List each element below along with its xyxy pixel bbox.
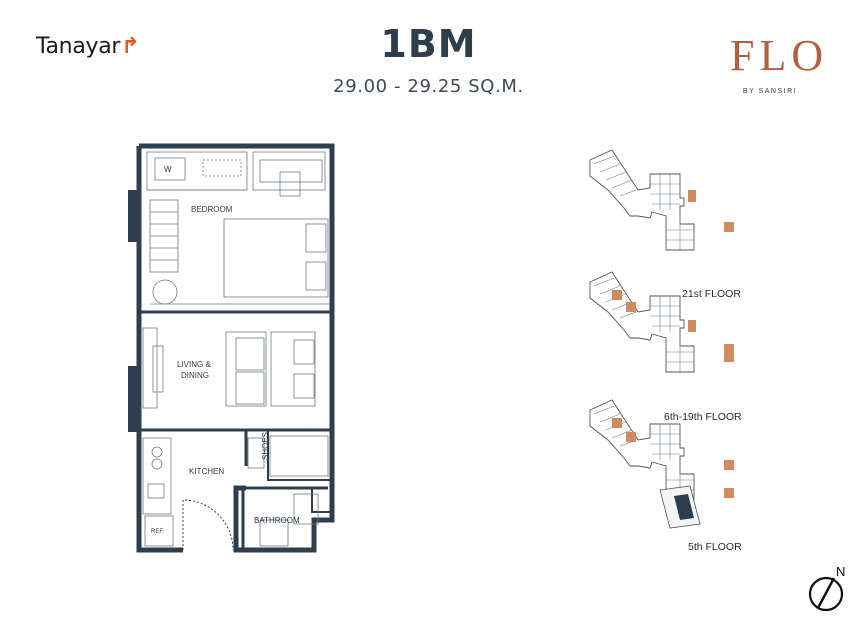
key-plan-6-19: [589, 271, 734, 373]
flo-logo: FLO: [730, 31, 829, 80]
tanayar-logo-text: Tanayar: [36, 34, 121, 59]
tanayar-logo: Tanayar↱: [36, 34, 140, 59]
living-label-line1: LIVING &: [177, 360, 211, 369]
fridge-label: REF.: [151, 529, 164, 535]
compass-north-label: N: [836, 564, 845, 579]
living-label-line2: DINING: [181, 371, 209, 380]
bathroom-label: BATHROOM: [254, 516, 300, 525]
tanayar-arrow-icon: ↱: [121, 34, 140, 59]
key-plan-5th-label: 5th FLOOR: [688, 541, 742, 553]
key-plan-6-19-label: 6th-19th FLOOR: [664, 411, 742, 423]
flo-logo-sub: BY SANSIRI: [742, 88, 798, 95]
key-plan-21st-label: 21st FLOOR: [682, 288, 741, 300]
kitchen-label: KITCHEN: [189, 467, 224, 476]
shoes-label: SHOES: [261, 432, 270, 460]
unit-type-title: 1BM: [380, 22, 477, 66]
wardrobe-label: W: [164, 165, 172, 174]
bedroom-label: BEDROOM: [191, 205, 233, 214]
unit-size-subtitle: 29.00 - 29.25 SQ.M.: [333, 76, 524, 97]
key-plan-5th: [589, 399, 734, 529]
key-plan-21st: [589, 149, 734, 251]
compass-icon: [808, 576, 844, 612]
